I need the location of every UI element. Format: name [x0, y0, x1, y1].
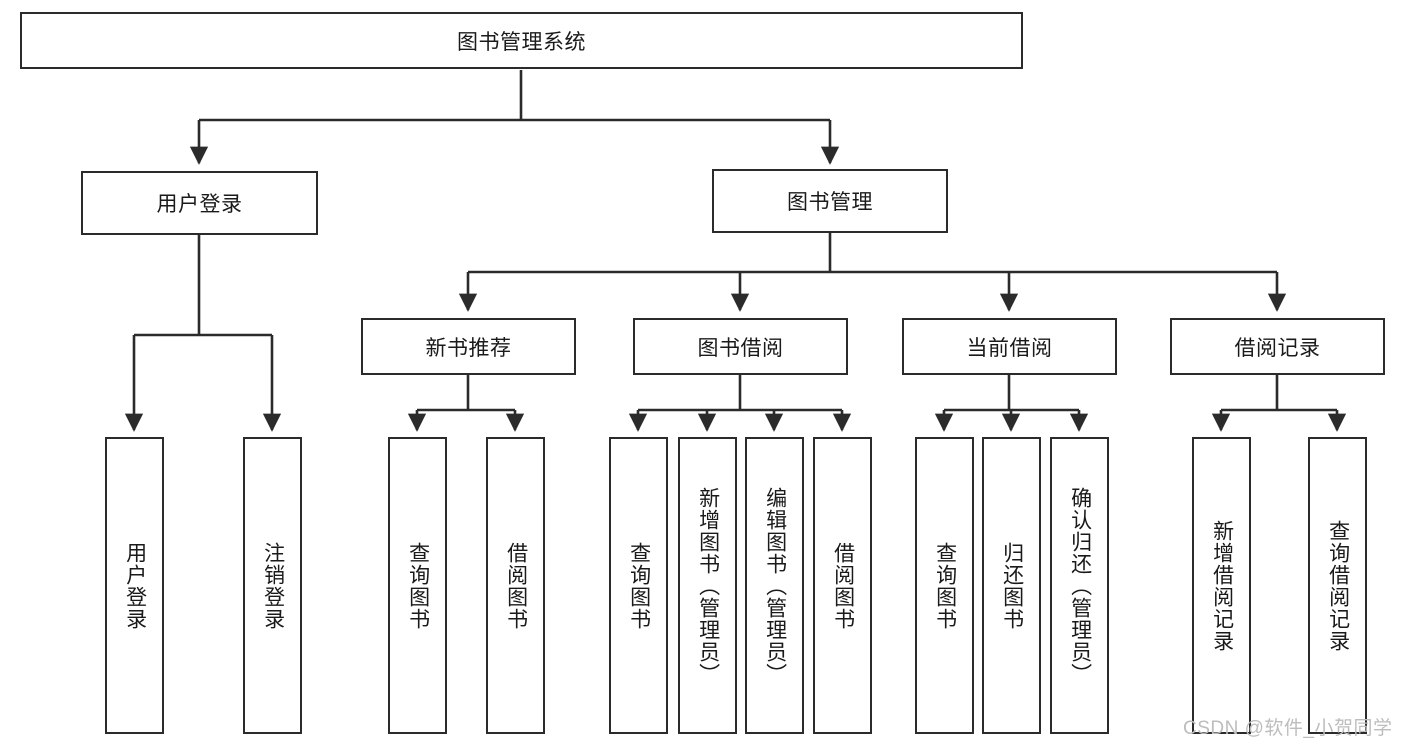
csdn-watermark: CSDN @软件_小贺同学 — [1183, 718, 1393, 739]
vlabel-wrap: 注销登录 — [245, 439, 300, 732]
node-label: 编辑图书（管理员） — [763, 486, 787, 685]
node-label: 图书管理 — [787, 191, 873, 214]
leaf-user-login-login[interactable]: 用户登录 — [105, 437, 164, 734]
leaf-book-borrow-edit-admin[interactable]: 编辑图书（管理员） — [745, 437, 804, 734]
leaf-current-borrow-query[interactable]: 查询图书 — [915, 437, 974, 734]
node-label: 图书管理系统 — [457, 30, 586, 54]
node-borrow-record[interactable]: 借阅记录 — [1170, 318, 1385, 375]
node-label: 新书推荐 — [425, 336, 512, 360]
node-label: 注销登录 — [261, 541, 285, 630]
node-label: 查询图书 — [406, 541, 430, 630]
node-label: 图书借阅 — [697, 336, 784, 360]
vlabel-wrap: 归还图书 — [984, 439, 1039, 732]
vlabel-wrap: 新增图书（管理员） — [680, 439, 735, 732]
node-label: 确认归还（管理员） — [1068, 486, 1092, 685]
node-book-management[interactable]: 图书管理 — [712, 169, 948, 233]
node-label: 借阅记录 — [1234, 336, 1321, 360]
node-user-login[interactable]: 用户登录 — [81, 171, 318, 235]
vlabel-wrap: 确认归还（管理员） — [1052, 439, 1107, 732]
node-book-borrow[interactable]: 图书借阅 — [633, 318, 848, 375]
node-current-borrow[interactable]: 当前借阅 — [902, 318, 1117, 375]
vlabel-wrap: 查询借阅记录 — [1310, 439, 1365, 732]
leaf-user-login-logout[interactable]: 注销登录 — [243, 437, 302, 734]
node-new-book-recommend[interactable]: 新书推荐 — [361, 318, 576, 375]
leaf-borrow-record-add[interactable]: 新增借阅记录 — [1192, 437, 1251, 734]
vlabel-wrap: 查询图书 — [390, 439, 445, 732]
node-label: 用户登录 — [156, 193, 243, 216]
vlabel-wrap: 编辑图书（管理员） — [747, 439, 802, 732]
vlabel-wrap: 借阅图书 — [488, 439, 543, 732]
vlabel-wrap: 新增借阅记录 — [1194, 439, 1249, 732]
leaf-book-borrow-borrow[interactable]: 借阅图书 — [813, 437, 872, 734]
node-label: 查询借阅记录 — [1326, 519, 1350, 652]
node-label: 用户登录 — [123, 541, 147, 630]
leaf-book-borrow-add-admin[interactable]: 新增图书（管理员） — [678, 437, 737, 734]
leaf-current-borrow-confirm-admin[interactable]: 确认归还（管理员） — [1050, 437, 1109, 734]
vlabel-wrap: 用户登录 — [107, 439, 162, 732]
node-label: 新增借阅记录 — [1210, 519, 1234, 652]
leaf-borrow-record-query[interactable]: 查询借阅记录 — [1308, 437, 1367, 734]
vlabel-wrap: 查询图书 — [917, 439, 972, 732]
leaf-book-borrow-query[interactable]: 查询图书 — [609, 437, 668, 734]
node-label: 借阅图书 — [831, 541, 855, 630]
vlabel-wrap: 查询图书 — [611, 439, 666, 732]
node-label: 查询图书 — [627, 541, 651, 630]
vlabel-wrap: 借阅图书 — [815, 439, 870, 732]
node-root-system[interactable]: 图书管理系统 — [20, 12, 1023, 69]
leaf-new-book-query[interactable]: 查询图书 — [388, 437, 447, 734]
node-label: 归还图书 — [1000, 541, 1024, 630]
node-label: 查询图书 — [933, 541, 957, 630]
leaf-new-book-borrow[interactable]: 借阅图书 — [486, 437, 545, 734]
node-label: 借阅图书 — [504, 541, 528, 630]
leaf-current-borrow-return[interactable]: 归还图书 — [982, 437, 1041, 734]
node-label: 新增图书（管理员） — [696, 486, 720, 685]
node-label: 当前借阅 — [966, 336, 1053, 360]
